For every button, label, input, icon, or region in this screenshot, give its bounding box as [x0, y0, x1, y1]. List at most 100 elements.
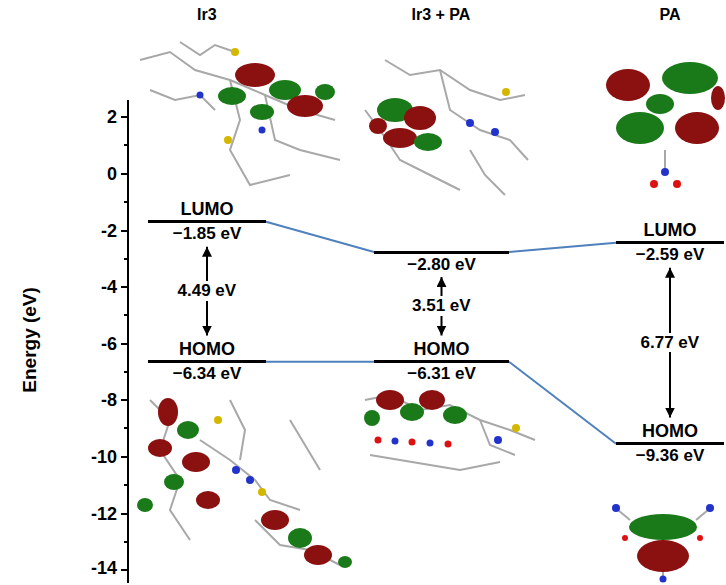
complex-homo-orbital	[376, 390, 404, 410]
ir3-homo-orbital	[150, 400, 340, 565]
energy-level-bar	[374, 360, 509, 363]
ir3-homo-orbital	[196, 491, 220, 509]
ir3-lumo-orbital	[315, 84, 335, 100]
complex-homo-orbital	[512, 424, 520, 432]
tick-label: -2	[101, 221, 117, 242]
tick-label: -6	[101, 334, 117, 355]
correlation-line	[509, 243, 616, 252]
ir3-homo-orbital	[232, 466, 240, 474]
ir3-lumo-orbital	[235, 63, 275, 87]
orbital-name: LUMO	[148, 199, 266, 220]
ir3-lumo-orbital	[231, 48, 239, 56]
pa-lumo-orbital	[675, 112, 719, 144]
pa-lumo-orbital	[650, 180, 658, 188]
tick-label: -12	[91, 504, 117, 525]
energy-axis	[121, 230, 128, 232]
ir3-homo-orbital	[182, 452, 210, 472]
energy-level-bar	[616, 241, 724, 244]
correlation-line	[266, 222, 374, 252]
energy-level-bar	[374, 251, 509, 254]
ir3-homo-orbital	[246, 476, 254, 484]
energy-level-bar	[616, 442, 724, 445]
pa-homo-orbital	[612, 504, 714, 583]
ir3-homo-orbital	[164, 474, 184, 490]
complex-homo-orbital	[443, 406, 467, 424]
pa-lumo-orbital	[661, 168, 669, 176]
complex-lumo-orbital	[365, 60, 528, 195]
complex-lumo-orbital	[414, 133, 442, 151]
pa-homo-orbital	[660, 576, 667, 583]
pa-lumo-orbital	[673, 180, 681, 188]
ir3-lumo-orbital	[218, 87, 246, 105]
complex-homo-orbital	[400, 403, 424, 421]
complex-lumo-orbital	[466, 119, 474, 127]
energy-axis	[124, 371, 128, 373]
pa-homo-orbital	[618, 510, 708, 578]
tick-label: 2	[107, 107, 117, 128]
pa-homo-orbital	[622, 535, 628, 541]
orbital-name: HOMO	[616, 421, 724, 442]
ir3-lumo-orbital	[197, 92, 204, 99]
complex-homo-orbital	[364, 410, 380, 426]
energy-value: −9.36 eV	[616, 446, 724, 466]
complex-lumo-orbital	[470, 150, 505, 195]
energy-level: LUMO−1.85 eV	[148, 199, 266, 244]
energy-axis	[121, 569, 128, 571]
ir3-homo-orbital	[338, 556, 352, 568]
tick-label: -8	[101, 390, 117, 411]
ir3-homo-orbital	[288, 528, 312, 548]
pa-lumo-orbital	[606, 62, 725, 188]
energy-axis	[121, 116, 128, 118]
tick-label: -14	[91, 558, 117, 579]
energy-level: HOMO−6.31 eV	[374, 339, 509, 384]
correlation-line	[509, 362, 616, 444]
column-title: PA	[660, 6, 681, 24]
tick-label: -4	[101, 277, 117, 298]
complex-lumo-orbital	[385, 60, 525, 100]
ir3-homo-orbital	[148, 439, 172, 457]
ir3-lumo-orbital	[150, 90, 215, 110]
complex-homo-orbital	[480, 420, 515, 455]
energy-axis	[124, 314, 128, 316]
energy-axis	[124, 484, 128, 486]
correlation-line	[266, 361, 374, 363]
ir3-homo-orbital	[158, 398, 178, 426]
gap-label: 4.49 eV	[176, 281, 239, 301]
complex-homo-orbital	[370, 455, 500, 470]
pa-homo-orbital	[637, 540, 689, 572]
energy-value: −2.59 eV	[616, 245, 724, 265]
ir3-lumo-orbital	[250, 104, 274, 120]
column-title: Ir3 + PA	[412, 6, 471, 24]
column-title: Ir3	[197, 6, 217, 24]
ir3-homo-orbital	[214, 416, 222, 424]
energy-axis	[124, 427, 128, 429]
axis-title: Energy (eV)	[19, 287, 41, 393]
energy-level: HOMO−6.34 eV	[148, 339, 266, 384]
ir3-lumo-orbital	[140, 42, 340, 185]
ir3-homo-orbital	[261, 510, 289, 530]
energy-level-bar	[148, 220, 266, 223]
ir3-lumo-orbital	[265, 95, 340, 160]
pa-homo-orbital	[612, 504, 620, 512]
complex-lumo-orbital	[491, 128, 499, 136]
complex-lumo-orbital	[440, 70, 528, 160]
pa-lumo-orbital	[616, 112, 664, 144]
ir3-homo-orbital	[290, 420, 320, 470]
ir3-homo-orbital	[137, 498, 153, 512]
pa-lumo-orbital	[662, 62, 718, 94]
ir3-homo-orbital	[177, 421, 199, 439]
energy-axis	[121, 456, 128, 458]
ir3-lumo-orbital	[259, 127, 266, 134]
energy-axis	[124, 144, 128, 146]
orbital-name: LUMO	[616, 220, 724, 241]
pa-lumo-orbital	[711, 86, 725, 110]
pa-homo-orbital	[618, 510, 630, 520]
complex-homo-orbital	[427, 440, 434, 447]
pa-homo-orbital	[697, 535, 703, 541]
pa-homo-orbital	[629, 514, 697, 540]
energy-axis	[121, 399, 128, 401]
tick-label: 0	[107, 164, 117, 185]
energy-axis	[127, 100, 129, 583]
energy-axis	[121, 343, 128, 345]
